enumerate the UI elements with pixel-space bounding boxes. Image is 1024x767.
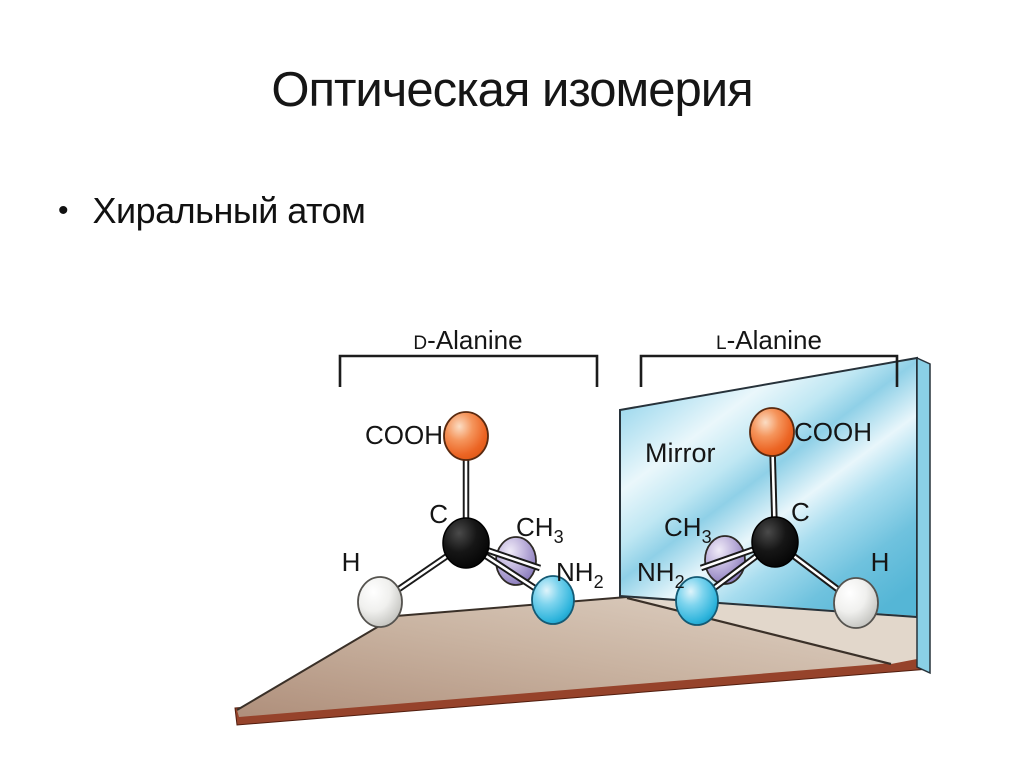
l-alanine-molecule: COOH C CH3 NH2 H [637, 407, 890, 629]
cooh-label: COOH [794, 417, 872, 447]
floor [234, 595, 930, 726]
h-sphere [357, 576, 403, 628]
d-alanine-bracket [338, 354, 599, 387]
bullet-marker: • [58, 194, 69, 227]
carbon-label: C [791, 497, 810, 527]
carbon-sphere [751, 516, 799, 568]
h-sphere [833, 577, 879, 629]
mirror-panel [620, 358, 917, 617]
cooh-label: COOH [365, 420, 443, 450]
d-alanine-label: D-Alanine [413, 325, 522, 355]
mirror-face [620, 358, 917, 617]
d-alanine-molecule: COOH C CH3 NH2 H [342, 411, 604, 628]
slide-title: Оптическая изомерия [271, 63, 753, 117]
cooh-sphere [443, 411, 489, 461]
nh2-sphere [531, 575, 575, 625]
mirror-side-thickness [916, 356, 931, 675]
ch3-label: CH3 [664, 512, 712, 547]
nh2-sphere [675, 576, 719, 626]
l-alanine-bracket [639, 354, 899, 387]
mirror-label: Mirror [645, 438, 715, 468]
bullet-row: • Хиральный атом [58, 190, 366, 232]
bullet-text: Хиральный атом [92, 190, 366, 231]
cooh-sphere [749, 407, 795, 457]
ch3-label: CH3 [516, 512, 564, 547]
carbon-label: C [429, 499, 448, 529]
floor-surface [237, 597, 891, 717]
carbon-sphere [442, 517, 490, 569]
brackets [338, 354, 899, 387]
nh2-label: NH2 [637, 557, 685, 592]
h-label: H [871, 547, 890, 577]
floor-mirror-junction-line [626, 596, 892, 666]
l-alanine-label: L-Alanine [716, 325, 822, 355]
h-label: H [342, 547, 361, 577]
nh2-label: NH2 [556, 557, 604, 592]
